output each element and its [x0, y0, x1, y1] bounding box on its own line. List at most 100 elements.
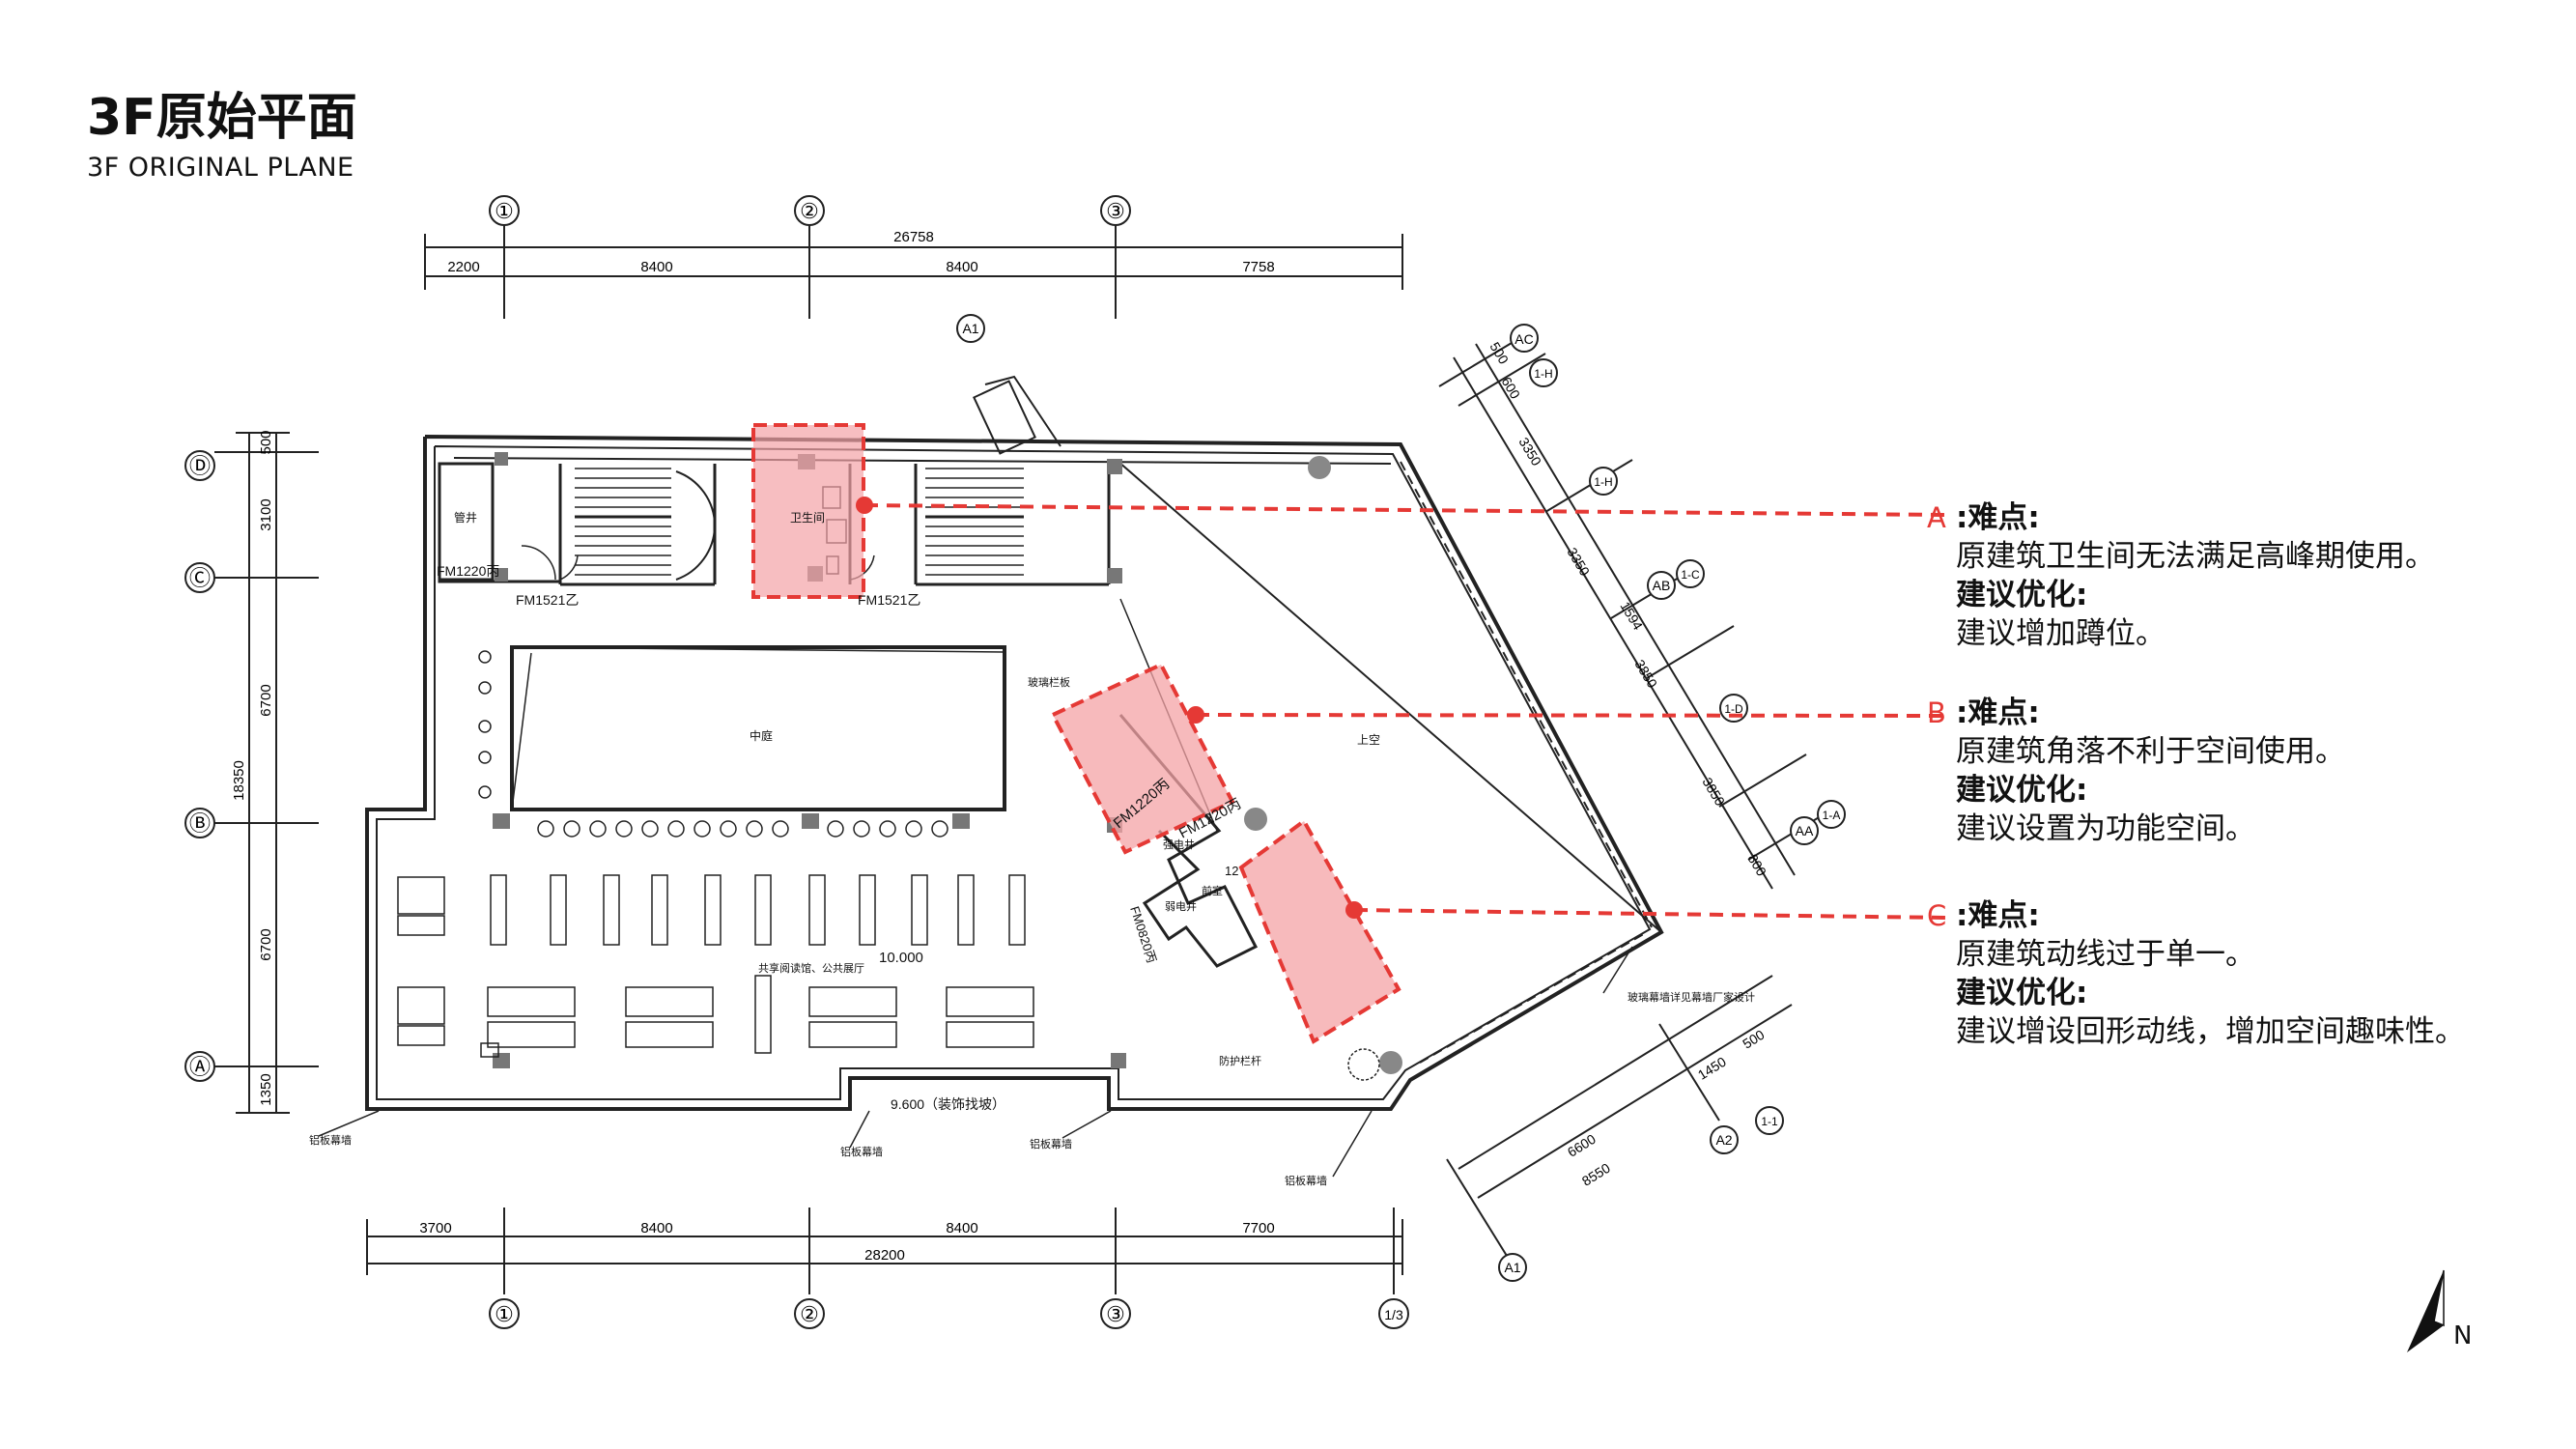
label-curtain-note: 玻璃幕墙详见幕墙厂家设计: [1628, 990, 1755, 1004]
diag-axis-ac: AC: [1514, 331, 1533, 347]
label-fm1220-left: FM1220丙: [437, 563, 499, 579]
top-dim-4: 7758: [1242, 259, 1274, 275]
north-arrow-icon: [2407, 1269, 2445, 1352]
left-dim-1: 500: [258, 430, 274, 454]
bottom-axis-bubbles: [489, 1298, 1409, 1329]
stair-right: [925, 468, 1024, 576]
left-dim-4: 6700: [258, 928, 274, 960]
diag-axis-1a: 1-A: [1823, 809, 1841, 822]
atrium-rail-circles: [478, 650, 948, 838]
left-dimension-chain: [214, 432, 319, 1114]
diag-axis-aa: AA: [1796, 823, 1814, 838]
stair-left: [575, 468, 671, 576]
top-axis-2: ②: [800, 199, 819, 223]
highlight-c: [1238, 818, 1401, 1044]
note-a-diff-label: :难点:: [1956, 500, 2040, 535]
note-c: C:难点: 原建筑动线过于单一。 建议优化: 建议增设回形动线，增加空间趣味性。: [1927, 896, 2555, 1051]
left-axis-c: Ⓒ: [189, 566, 211, 590]
label-shaft: 管井: [454, 510, 477, 525]
label-hall: 共享阅读馆、公共展厅: [758, 961, 864, 975]
lower-dim-4: 500: [1740, 1027, 1767, 1052]
long-tables: [490, 874, 1026, 1054]
diag-dim-6: 3850: [1631, 657, 1660, 691]
bottom-dim-1: 3700: [419, 1220, 451, 1236]
round-columns: [1244, 456, 1402, 1074]
lower-dim-1: 6600: [1565, 1131, 1599, 1160]
left-axis-b: Ⓑ: [189, 811, 211, 836]
top-axis-1: ①: [495, 199, 514, 223]
lower-axis-a1: A1: [1504, 1260, 1520, 1275]
label-elec: 强电井: [1163, 838, 1195, 851]
note-c-diff-label: :难点:: [1956, 898, 2040, 933]
leader-dots: [856, 497, 1363, 919]
highlight-a: [751, 423, 865, 599]
diag-axis-1h-a: 1-H: [1534, 367, 1552, 381]
diag-dim-8: 800: [1744, 851, 1769, 878]
label-stair-num: 12: [1225, 864, 1238, 878]
top-axis-bubbles: [489, 195, 1131, 226]
diag-dim-1: 500: [1486, 339, 1512, 366]
left-axis-bubbles: [184, 450, 215, 1082]
note-c-opt-label: 建议优化:: [1956, 976, 2088, 1010]
tree-symbol: [1347, 1048, 1380, 1081]
bottom-dimension-chain: [366, 1208, 1403, 1294]
bottom-axis-4: 1/3: [1384, 1307, 1403, 1322]
note-a-opt-text: 建议增加蹲位。: [1956, 616, 2166, 651]
bottom-dim-3: 8400: [946, 1220, 977, 1236]
left-axis-d: Ⓓ: [189, 454, 211, 478]
note-b-diff-text: 原建筑角落不利于空间使用。: [1956, 734, 2345, 769]
bottom-dim-2: 8400: [640, 1220, 672, 1236]
highlight-b: [1050, 662, 1235, 855]
top-total-dim: 26758: [893, 229, 934, 245]
note-b-letter: B: [1927, 696, 1946, 729]
note-a: A :难点: 原建筑卫生间无法满足高峰期使用。 建议优化: 建议增加蹲位。: [1927, 498, 2555, 653]
diag-dim-2: 600: [1498, 374, 1523, 401]
label-level-main: 10.000: [879, 950, 923, 966]
label-rail: 防护栏杆: [1219, 1054, 1261, 1067]
top-axis-a1: A1: [962, 321, 978, 336]
lower-diagonal-chain: [1446, 975, 1793, 1257]
label-void: 上空: [1357, 733, 1380, 747]
note-c-diff-text: 原建筑动线过于单一。: [1956, 937, 2255, 972]
note-a-opt-label: 建议优化:: [1956, 578, 2088, 612]
top-dim-3: 8400: [946, 259, 977, 275]
note-c-letter: C: [1927, 899, 1947, 932]
note-a-diff-text: 原建筑卫生间无法满足高峰期使用。: [1956, 539, 2435, 574]
label-fire: 前室: [1202, 884, 1223, 897]
bottom-dim-4: 7700: [1242, 1220, 1274, 1236]
lower-axis-a2: A2: [1715, 1132, 1732, 1148]
label-fm1521-right: FM1521乙: [858, 592, 920, 608]
lower-axis-1-1: 1-1: [1761, 1115, 1778, 1128]
label-level-low: 9.600（装饰找坡）: [891, 1096, 1005, 1112]
diag-axis-1c: 1-C: [1681, 568, 1700, 582]
top-dim-2: 8400: [640, 259, 672, 275]
note-b-diff-label: :难点:: [1956, 696, 2040, 730]
bottom-axis-3: ③: [1106, 1302, 1125, 1326]
leader-lines: [863, 503, 1947, 920]
lower-dim-2: 8550: [1579, 1160, 1613, 1189]
diag-dim-3: 3350: [1515, 435, 1544, 469]
page-title: 3F原始平面: [87, 89, 357, 147]
diag-axis-1h-b: 1-H: [1594, 475, 1612, 489]
note-b: B:难点: 原建筑角落不利于空间使用。 建议优化: 建议设置为功能空间。: [1927, 694, 2555, 848]
label-glass-rail: 玻璃栏板: [1028, 675, 1070, 689]
note-b-opt-label: 建议优化:: [1956, 773, 2088, 808]
label-fm0820: FM0820丙: [1127, 904, 1159, 964]
label-curtain-2: 铝板幕墙: [840, 1145, 883, 1158]
bottom-total-dim: 28200: [864, 1247, 905, 1264]
left-dim-2: 3100: [258, 498, 274, 530]
note-a-letter: A: [1927, 501, 1946, 534]
seating-clusters: [397, 876, 1034, 1058]
top-dimension-chain: [424, 214, 1403, 319]
bottom-axis-2: ②: [800, 1302, 819, 1326]
north-label: N: [2453, 1321, 2473, 1350]
diag-axis-1d: 1-D: [1724, 702, 1743, 716]
left-dim-5: 1350: [258, 1073, 274, 1105]
atrium: [510, 645, 1006, 811]
top-axis-3: ③: [1106, 199, 1125, 223]
label-atrium: 中庭: [750, 728, 773, 743]
diag-dim-4: 3350: [1564, 545, 1593, 579]
label-fm1521-left: FM1521乙: [516, 592, 579, 608]
label-curtain-3: 铝板幕墙: [1030, 1137, 1072, 1151]
